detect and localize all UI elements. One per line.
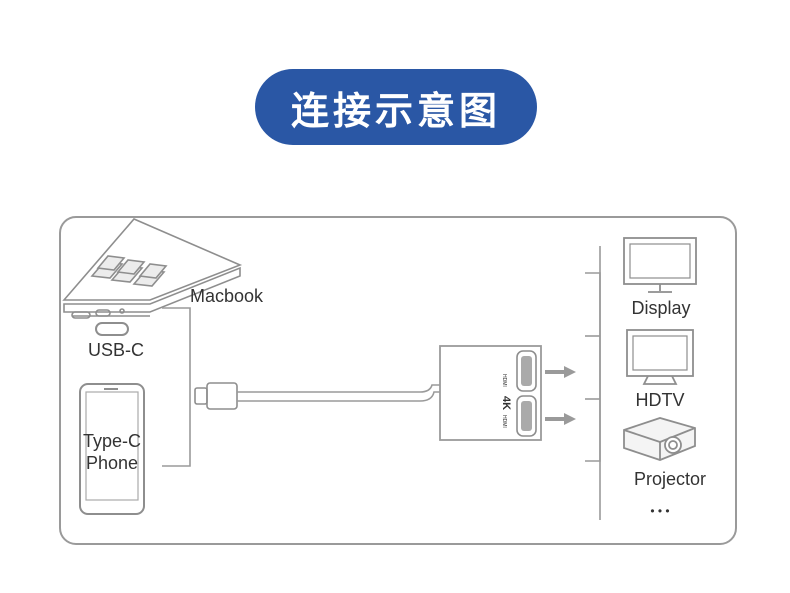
title-banner: 连接示意图 [255,69,537,145]
hdtv-label: HDTV [636,390,685,410]
adapter-4k-badge: 4K [500,396,512,410]
hdmi-port-label-bottom: HDMI [501,415,507,428]
adapter-icon [439,345,542,441]
usb-c-label: USB-C [88,340,144,360]
diagram-title: 连接示意图 [290,88,501,133]
projector-label: Projector [634,469,706,489]
usb-c-plug-icon [194,382,238,410]
display-label: Display [631,298,690,318]
phone-icon [79,383,145,515]
arrow-right-icon [545,366,576,378]
monitor-icon [623,237,697,293]
tv-icon [626,329,694,385]
hdmi-port-label-top: HDMI [501,374,507,387]
output-bracket [585,246,601,520]
projector-icon [623,417,696,461]
macbook-label: Macbook [190,286,264,306]
cable [237,384,440,402]
source-bracket [162,307,191,467]
more-ellipsis: • • • [650,504,669,518]
arrow-right-icon [545,413,576,425]
phone-label-line2: Phone [86,453,138,473]
usb-c-port-icon [95,322,129,336]
phone-label-line1: Type-C [83,431,141,451]
laptop-icon [62,218,243,319]
diagram-frame [59,216,737,545]
